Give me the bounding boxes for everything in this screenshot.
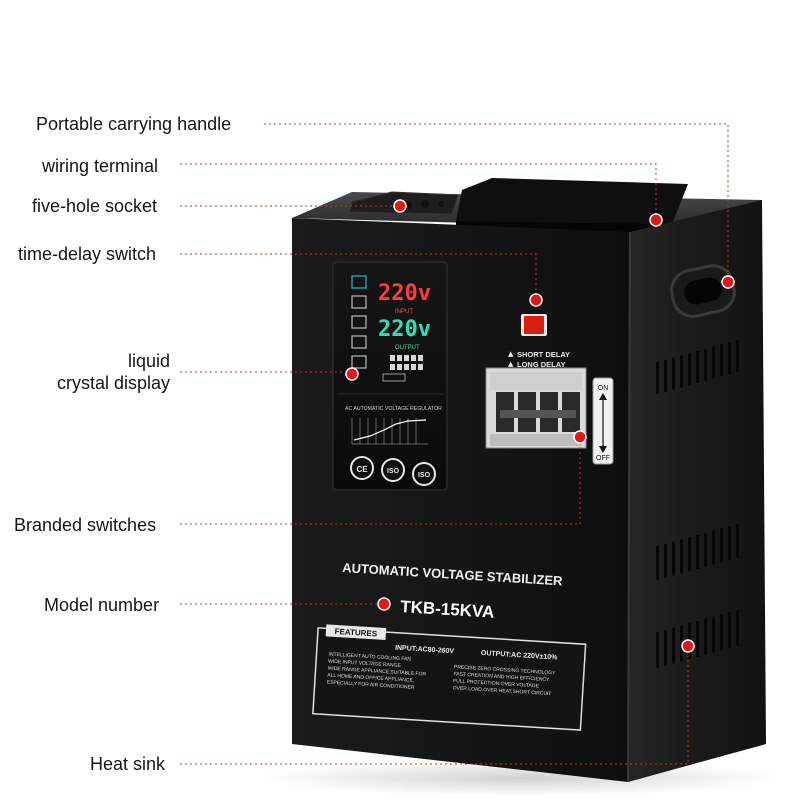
vent-slat — [672, 541, 675, 576]
features-tag: FEATURES — [334, 627, 378, 639]
vent-slat — [712, 616, 715, 653]
long-delay-label: LONG DELAY — [517, 360, 565, 369]
vent-slat — [712, 530, 715, 565]
vent-slat — [664, 629, 667, 666]
callout-five-hole-socket: five-hole socket — [32, 196, 158, 216]
output-label: OUTPUT — [395, 345, 420, 351]
callout-handle: Portable carrying handle — [36, 114, 232, 134]
panel-title: AC AUTOMATIC VOLTAGE REGULATOR — [345, 406, 442, 412]
marker-heatsink — [681, 639, 695, 653]
feature-right-3: FULL PROTECTION:OVER VOLTAGE — [453, 678, 540, 689]
vent-slat — [728, 342, 731, 375]
vent-slat — [656, 362, 659, 394]
leader-branded — [180, 438, 581, 525]
leader-wiring — [180, 163, 657, 220]
marker-wiring — [649, 213, 663, 227]
callout-markers — [345, 199, 735, 653]
feature-left-5: ESPECIALLY FOR AIR CONDITIONER — [327, 680, 415, 691]
marker-branded — [573, 430, 587, 444]
branded-switch-breaker[interactable] — [485, 367, 587, 449]
callout-lcd-line1: liquid — [127, 351, 170, 371]
marker-lcd — [345, 367, 359, 381]
vent-slat — [696, 621, 699, 657]
callout-branded-switches: Branded switches — [14, 515, 157, 535]
svg-text:▲: ▲ — [508, 360, 514, 368]
vent-slat — [664, 543, 667, 578]
leader-heatsink — [180, 646, 689, 765]
callout-time-delay-switch: time-delay switch — [18, 244, 157, 264]
callout-lcd-line2: crystal display — [56, 373, 170, 393]
vent-slat — [736, 340, 739, 372]
vent-slat — [656, 546, 659, 580]
vent-slat — [664, 359, 667, 392]
vent-slat — [736, 610, 739, 646]
wiring-terminal-cover — [456, 178, 688, 224]
vent-slat — [696, 535, 699, 569]
features-input: INPUT:AC80-260V — [395, 645, 455, 656]
svg-text:ISO: ISO — [418, 472, 431, 479]
output-reading: 220v — [378, 317, 431, 342]
input-reading: 220v — [378, 281, 431, 306]
svg-text:▲: ▲ — [508, 350, 514, 358]
leader-lines — [180, 123, 729, 765]
callout-lcd: liquid crystal display — [44, 350, 170, 394]
vent-slat — [672, 357, 675, 390]
vent-slat — [728, 612, 731, 649]
short-delay-label: SHORT DELAY — [517, 350, 570, 359]
off-label: OFF — [596, 455, 610, 462]
vent-slat — [704, 618, 707, 655]
marker-handle — [721, 275, 735, 289]
marker-delay-switch — [529, 293, 543, 307]
cert-badge-iso-1: ISO — [381, 458, 405, 482]
vent-slat — [672, 627, 675, 664]
vent-slat — [728, 526, 731, 561]
cert-badge-ce: CE — [350, 456, 374, 480]
on-off-indicator: ON OFF — [592, 377, 614, 465]
vent-slat — [688, 353, 691, 386]
svg-text:CE: CE — [356, 465, 368, 474]
vent-slat — [680, 625, 683, 662]
feature-left-4: ALL HOME AND OFFICE APPLIANCE, — [327, 673, 414, 684]
feature-right-2: FAST CREATION AND HIGH EFFICIENCY — [453, 671, 550, 683]
vent-slat — [688, 537, 691, 572]
input-label: INPUT — [395, 309, 413, 315]
time-delay-switch[interactable] — [521, 314, 547, 336]
features-panel: FEATURES INPUT:AC80-260V OUTPUT:AC 220V±… — [312, 624, 587, 731]
vent-slat — [736, 524, 739, 558]
callout-model-number: Model number — [44, 595, 160, 615]
vent-slat — [704, 532, 707, 567]
callout-heat-sink: Heat sink — [90, 754, 166, 774]
feature-left-1: INTELLIGENT AUTO COOLING FAN — [328, 652, 411, 663]
vent-slat — [720, 614, 723, 651]
side-panel — [628, 200, 766, 782]
leader-delay-switch — [180, 253, 537, 300]
features-output: OUTPUT:AC 220V±10% — [481, 650, 559, 662]
feature-left-2: WIDE INPUT VOLTAGE RANGE — [328, 659, 402, 669]
vent-slat — [720, 528, 723, 563]
vent-slat — [712, 346, 715, 379]
marker-model — [377, 597, 391, 611]
marker-socket — [393, 199, 407, 213]
vent-slat — [696, 351, 699, 383]
vent-slat — [680, 355, 683, 388]
vent-slat — [720, 344, 723, 377]
svg-text:ISO: ISO — [387, 468, 400, 475]
vent-slat — [656, 632, 659, 668]
cert-badge-iso-2: ISO — [412, 462, 436, 486]
callout-wiring-terminal: wiring terminal — [42, 156, 159, 176]
on-label: ON — [598, 385, 609, 392]
vent-slat — [704, 348, 707, 381]
lcd-display-panel: 220v INPUT 220v OUTPUT AC AUTOMATIC VOLT… — [332, 261, 448, 491]
vent-slat — [680, 539, 683, 574]
